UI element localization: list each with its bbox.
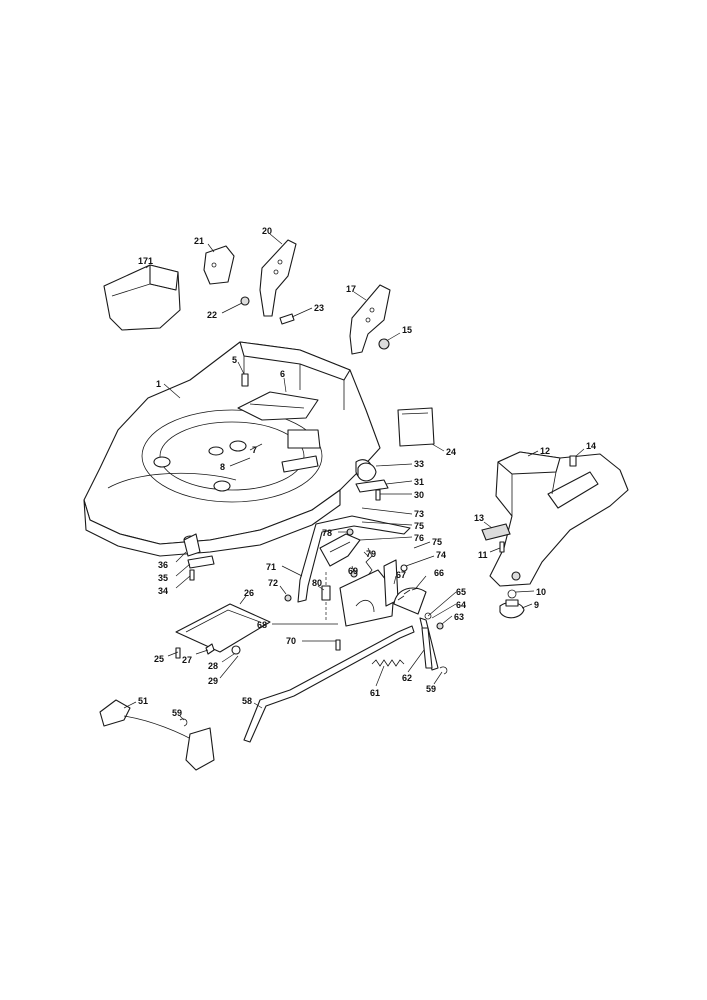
callout-36: 36: [158, 560, 168, 570]
part-61-spring: [371, 659, 405, 667]
callout-64: 64: [456, 600, 466, 610]
callout-69: 69: [348, 566, 358, 576]
callout-12: 12: [540, 446, 550, 456]
part-30-screw: [375, 489, 381, 501]
callout-61: 61: [370, 688, 380, 698]
callout-75: 75: [414, 521, 424, 531]
callout-51: 51: [138, 696, 148, 706]
part-13-latch: [481, 523, 511, 541]
part-66-sector: [393, 587, 427, 615]
callout-29: 29: [208, 676, 218, 686]
part-71-frame: [297, 515, 411, 603]
part-62-link: [421, 627, 433, 669]
callout-9: 9: [534, 600, 539, 610]
part-59-clip: [439, 666, 448, 675]
part-72-nut: [284, 594, 292, 602]
callout-76: 76: [414, 533, 424, 543]
callout-74: 74: [436, 550, 446, 560]
part-12-housing: [489, 451, 629, 587]
part-80-rod: [321, 572, 331, 620]
part-59b-clip: [179, 718, 188, 727]
callout-5: 5: [232, 355, 237, 365]
callout-10: 10: [536, 587, 546, 597]
part-171-rear-cover: [103, 264, 181, 331]
callout-34: 34: [158, 586, 168, 596]
part-28-nut: [231, 645, 241, 655]
part-79-spring: [365, 547, 373, 579]
callout-23: 23: [314, 303, 324, 313]
callout-6: 6: [280, 369, 285, 379]
callout-78: 78: [322, 528, 332, 538]
part-15-plug: [378, 338, 390, 350]
part-64-washer: [424, 612, 432, 620]
callout-21: 21: [194, 236, 204, 246]
callout-35: 35: [158, 573, 168, 583]
part-14-screw: [569, 455, 577, 467]
part-27-screw: [205, 643, 215, 655]
part-26-cover: [175, 603, 271, 653]
part-33-bushing: [357, 462, 377, 482]
callout-171: 171: [138, 256, 153, 266]
part-31-clamp: [355, 479, 389, 493]
part-70-bolt: [335, 639, 341, 651]
callout-68: 68: [257, 620, 267, 630]
callout-70: 70: [286, 636, 296, 646]
callout-30: 30: [414, 490, 424, 500]
callout-65: 65: [456, 587, 466, 597]
part-20-bracket: [259, 239, 297, 317]
part-36-pivot: [183, 533, 201, 557]
callout-72: 72: [268, 578, 278, 588]
part-58-rod: [243, 625, 415, 743]
callout-13: 13: [474, 513, 484, 523]
part-34-screw: [189, 569, 195, 581]
callout-26: 26: [244, 588, 254, 598]
callout-67: 67: [396, 570, 406, 580]
callout-59b: 59: [172, 708, 182, 718]
part-5-screw: [241, 373, 249, 387]
part-63-nut: [436, 622, 444, 630]
callout-80: 80: [312, 578, 322, 588]
part-51-bracket: [99, 699, 215, 771]
callout-11: 11: [478, 550, 488, 560]
part-76-lever: [319, 533, 361, 567]
callout-14: 14: [586, 441, 596, 451]
part-10-washer: [507, 589, 517, 599]
part-22-nut: [240, 296, 250, 306]
callout-33: 33: [414, 459, 424, 469]
part-11-screw: [499, 541, 505, 553]
part-23-bolt: [279, 313, 295, 325]
callouts: 171 21 20 22 23 17 15 1 5 6 7 8 24 33 31…: [123, 226, 596, 721]
callout-22: 22: [207, 310, 217, 320]
callout-28: 28: [208, 661, 218, 671]
callout-15: 15: [402, 325, 412, 335]
part-74-nut: [400, 564, 408, 572]
callout-24: 24: [446, 447, 456, 457]
callout-17: 17: [346, 284, 356, 294]
callout-27: 27: [182, 655, 192, 665]
callout-25: 25: [154, 654, 164, 664]
callout-79: 79: [366, 549, 376, 559]
callout-75b: 75: [432, 537, 442, 547]
callout-20: 20: [262, 226, 272, 236]
callout-62: 62: [402, 673, 412, 683]
part-21-clip: [203, 245, 235, 285]
callout-59: 59: [426, 684, 436, 694]
callout-1: 1: [156, 379, 161, 389]
part-9-wheel-hub: [499, 599, 525, 619]
callout-73: 73: [414, 509, 424, 519]
part-25-screw: [175, 647, 181, 659]
part-35-plate: [187, 555, 215, 569]
callout-7: 7: [252, 445, 257, 455]
callout-71: 71: [266, 562, 276, 572]
part-1-deck: [83, 341, 381, 557]
callout-63: 63: [454, 612, 464, 622]
callout-31: 31: [414, 477, 424, 487]
callout-66: 66: [434, 568, 444, 578]
part-17-bracket: [349, 284, 391, 355]
callout-58: 58: [242, 696, 252, 706]
callout-8: 8: [220, 462, 225, 472]
part-24-panel: [397, 407, 435, 447]
